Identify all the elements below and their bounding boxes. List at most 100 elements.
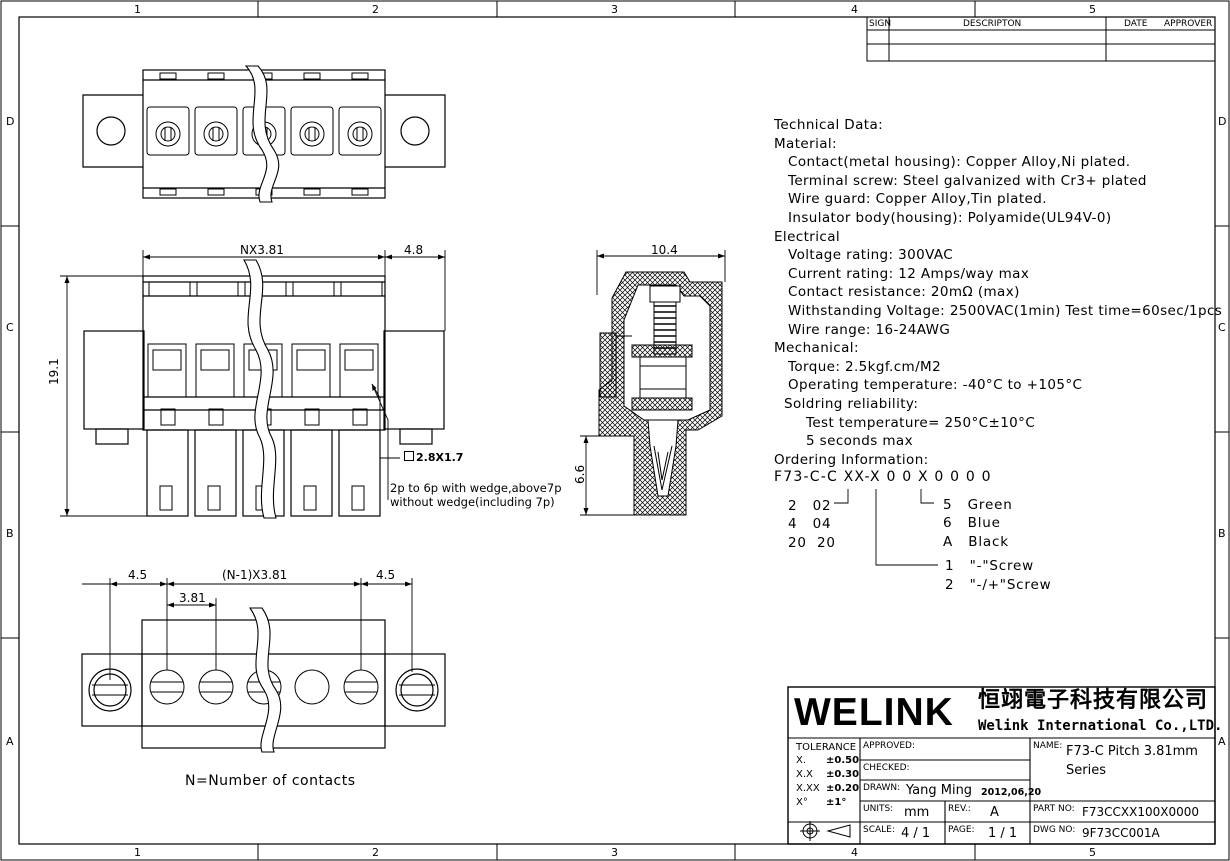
- zone-col-3: 3: [611, 3, 618, 16]
- zone-col-4: 4: [851, 3, 858, 16]
- ordering-color-option: 6 Blue: [943, 515, 1001, 531]
- ordering-screw-option: 2 "-/+"Screw: [945, 577, 1052, 593]
- tolerance-value: ±1°: [826, 797, 847, 808]
- part-no-value: F73CCXX100X0000: [1082, 805, 1200, 819]
- rev-description-header: DESCRIPTON: [963, 19, 1022, 29]
- ordering-pin-option: 20 20: [788, 535, 836, 551]
- rev-approver-header: APPROVER: [1164, 19, 1213, 29]
- zone-row-d: D: [6, 115, 15, 128]
- section-view: [598, 271, 723, 516]
- projection-symbol-icon: [800, 821, 851, 841]
- technical-data: Technical Data: Material: Contact(metal …: [774, 116, 1222, 469]
- dim-end-right: 4.5: [376, 568, 396, 582]
- spec-line: Material:: [774, 135, 837, 152]
- tolerance-value: ±0.50: [826, 755, 860, 766]
- zone-col-3-bottom: 3: [611, 846, 618, 859]
- spec-line: Operating temperature: -40°C to +105°C: [788, 377, 1083, 394]
- spec-line: Current rating: 12 Amps/way max: [788, 265, 1030, 282]
- dim-pitch-n: (N-1)X3.81: [222, 568, 288, 582]
- dim-nx-pitch: NX3.81: [240, 243, 284, 257]
- tolerance-value: ±0.20: [826, 783, 860, 794]
- spec-line: Wire range: 16-24AWG: [788, 321, 951, 338]
- page-label: PAGE:: [948, 825, 975, 835]
- zone-col-1-bottom: 1: [134, 846, 141, 859]
- part-name-line2: Series: [1066, 763, 1106, 778]
- dwg-no-label: DWG NO:: [1033, 825, 1076, 835]
- spec-line: Soldring reliability:: [784, 395, 919, 412]
- tolerance-key: X.X: [796, 769, 813, 780]
- spec-line: Mechanical:: [774, 340, 859, 357]
- revision-table: [866, 16, 1216, 62]
- spec-line: Test temperature= 250°C±10°C: [806, 414, 1036, 431]
- ordering-screw-option: 1 "-"Screw: [945, 558, 1034, 574]
- square-symbol-icon: [404, 451, 414, 461]
- tolerance-key: X°: [796, 797, 808, 808]
- spec-line: Electrical: [774, 228, 841, 245]
- zone-row-c: C: [6, 321, 14, 334]
- dimension-arrows: [64, 253, 725, 608]
- zone-row-b: B: [6, 527, 14, 540]
- zone-col-4-bottom: 4: [851, 846, 858, 859]
- name-label: NAME:: [1033, 741, 1063, 751]
- scale-value: 4 / 1: [901, 826, 931, 841]
- dim-side: 4.8: [404, 243, 424, 257]
- spec-line: Wire guard: Copper Alloy,Tin plated.: [788, 191, 1047, 208]
- spec-line: Withstanding Voltage: 2500VAC(1min) Test…: [788, 302, 1223, 319]
- tolerance-label: TOLERANCE: [796, 742, 857, 753]
- part-name-line1: F73-C Pitch 3.81mm: [1066, 744, 1198, 759]
- rev-date-header: DATE: [1124, 19, 1148, 29]
- note-wedge-line2: without wedge(including 7p): [390, 495, 555, 509]
- scale-label: SCALE:: [863, 825, 895, 835]
- ordering-color-option: 5 Green: [943, 497, 1013, 513]
- drawn-date: 2012,06,20: [981, 787, 1042, 798]
- ordering-pin-option: 4 04: [788, 516, 832, 532]
- zone-col-1: 1: [134, 3, 141, 16]
- ordering-color-option: A Black: [943, 534, 1009, 550]
- spec-line: Technical Data:: [774, 117, 884, 133]
- units-label: UNITS:: [863, 804, 894, 814]
- zone-row-a: A: [6, 735, 14, 748]
- company-logo: WELINK: [794, 691, 954, 734]
- note-wedge-line1: 2p to 6p with wedge,above7p: [390, 481, 562, 495]
- zone-row-b-right: B: [1218, 527, 1226, 540]
- drawn-by: Yang Ming: [906, 783, 973, 798]
- tolerance-key: X.XX: [796, 783, 820, 794]
- spec-line: Terminal screw: Steel galvanized with Cr…: [788, 172, 1147, 189]
- units-value: mm: [904, 805, 930, 820]
- zone-row-a-right: A: [1218, 735, 1226, 748]
- dim-pitch: 3.81: [179, 591, 206, 605]
- spec-line: Torque: 2.5kgf.cm/M2: [788, 358, 942, 375]
- zone-col-5: 5: [1089, 3, 1096, 16]
- spec-line: Voltage rating: 300VAC: [788, 247, 954, 264]
- tolerance-key: X.: [796, 755, 807, 766]
- dim-pin-length: 6.6: [573, 464, 587, 484]
- company-name-en: Welink International Co.,LTD.: [978, 718, 1223, 734]
- dim-pin-size: 2.8X1.7: [404, 451, 463, 464]
- spec-line: Insulator body(housing): Polyamide(UL94V…: [788, 209, 1112, 226]
- zone-col-2-bottom: 2: [372, 846, 379, 859]
- company-name-cn: 恒翊電子科技有限公司: [978, 688, 1209, 713]
- rev-sign-header: SIGN: [869, 19, 892, 29]
- page-value: 1 / 1: [988, 826, 1018, 841]
- checked-label: CHECKED:: [863, 763, 910, 773]
- tolerance-value: ±0.30: [826, 769, 860, 780]
- spec-line: Ordering Information:: [774, 451, 929, 468]
- spec-line: Contact resistance: 20mΩ (max): [788, 284, 1020, 301]
- zone-col-5-bottom: 5: [1089, 846, 1096, 859]
- zone-row-d-right: D: [1218, 115, 1227, 128]
- dimension-lines: [60, 250, 938, 680]
- spec-line: 5 seconds max: [806, 433, 913, 450]
- ordering-pin-option: 2 02: [788, 498, 832, 514]
- approved-label: APPROVED:: [863, 741, 915, 751]
- zone-col-2: 2: [372, 3, 379, 16]
- ordering-code: F73-C-C XX-X 0 0 X 0 0 0 0: [774, 469, 992, 485]
- drawn-label: DRAWN:: [863, 783, 901, 793]
- break-lines: [243, 65, 282, 753]
- zone-row-c-right: C: [1218, 321, 1226, 334]
- rev-label: REV.:: [948, 804, 971, 814]
- rev-value: A: [990, 805, 999, 820]
- front-view: [83, 275, 445, 517]
- spec-line: Contact(metal housing): Copper Alloy,Ni …: [788, 154, 1131, 171]
